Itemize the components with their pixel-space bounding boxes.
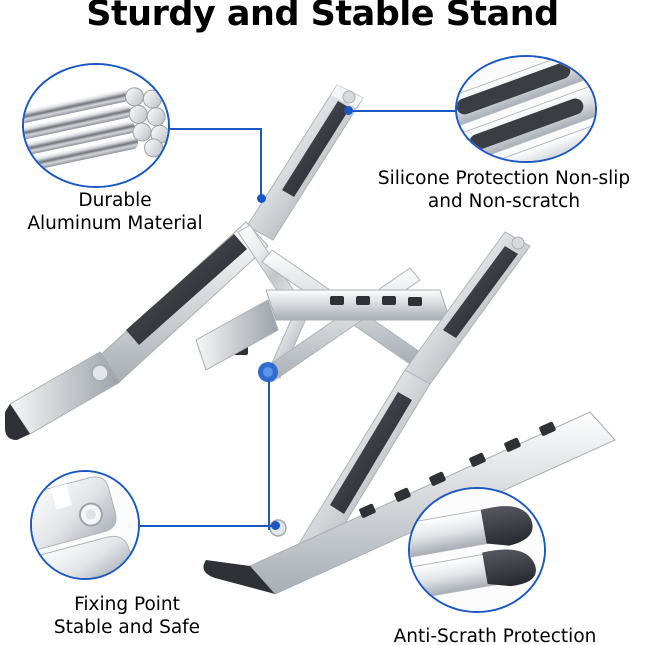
label-silicone-protection: Silicone Protection Non-slip and Non-scr… (377, 168, 631, 212)
label-anti-scratch-protection: Anti-Scrath Protection (393, 626, 597, 645)
callout-aluminum-material (22, 63, 170, 188)
page-title: Sturdy and Stable Stand (86, 0, 559, 34)
callout-silicone-protection (455, 55, 597, 163)
label-fixing-point: Fixing Point Stable and Safe (53, 594, 201, 638)
callout-anti-scratch-protection (408, 487, 546, 613)
label-aluminum-material: Durable Aluminum Material (27, 190, 203, 234)
callout-fixing-point (30, 470, 140, 580)
